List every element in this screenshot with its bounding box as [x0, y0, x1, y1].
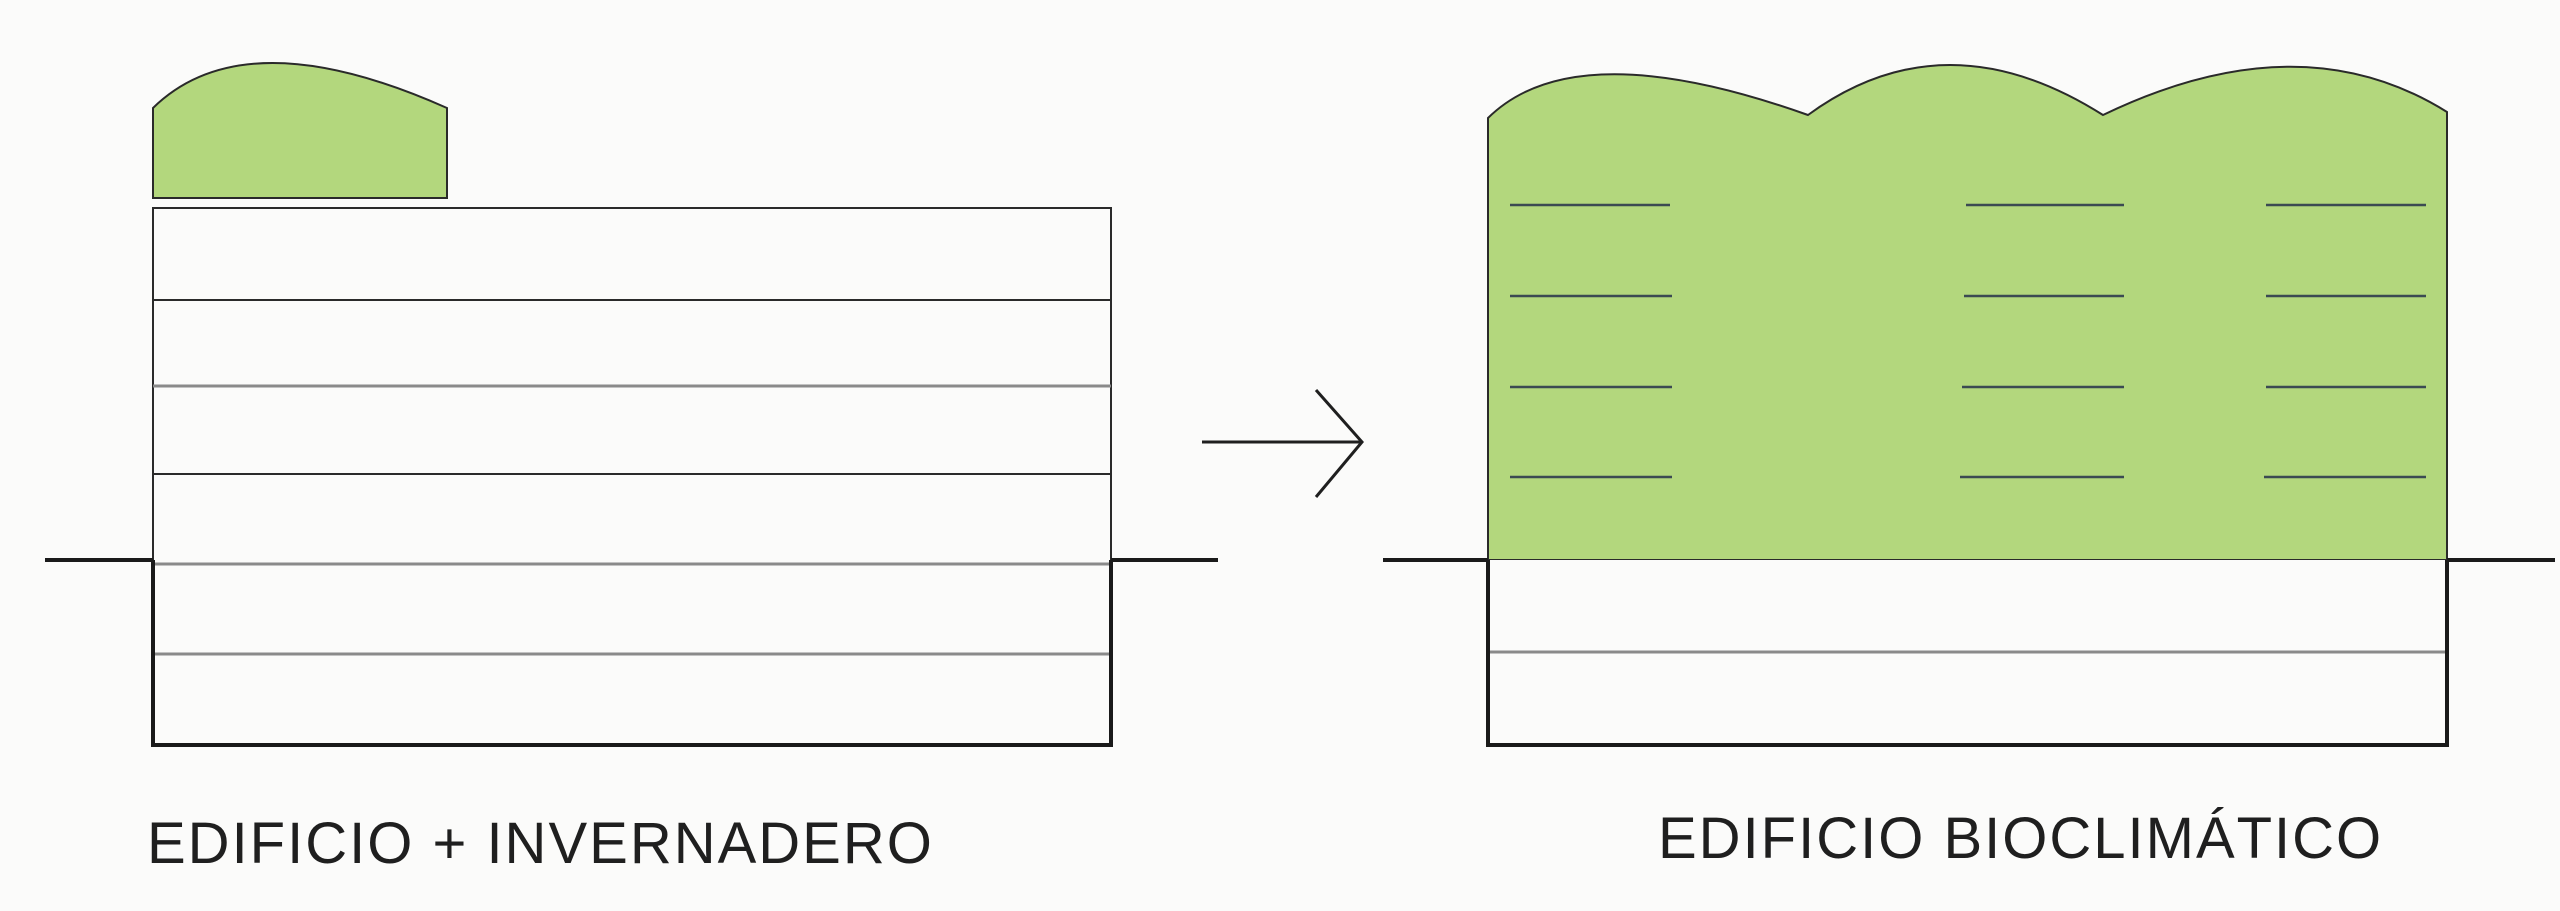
right-building-group: [1383, 64, 2555, 747]
right-basement-outline: [1486, 560, 2449, 747]
left-basement-outline: [151, 560, 1113, 747]
left-caption: EDIFICIO + INVERNADERO: [147, 811, 934, 876]
right-caption: EDIFICIO BIOCLIMÁTICO: [1658, 806, 2384, 871]
left-building-group: [45, 62, 1218, 747]
transformation-arrow: [1202, 389, 1364, 498]
left-building-outline: [152, 207, 1112, 746]
right-greenhouse-volume: [1487, 64, 2448, 561]
left-greenhouse-dome: [152, 62, 448, 199]
